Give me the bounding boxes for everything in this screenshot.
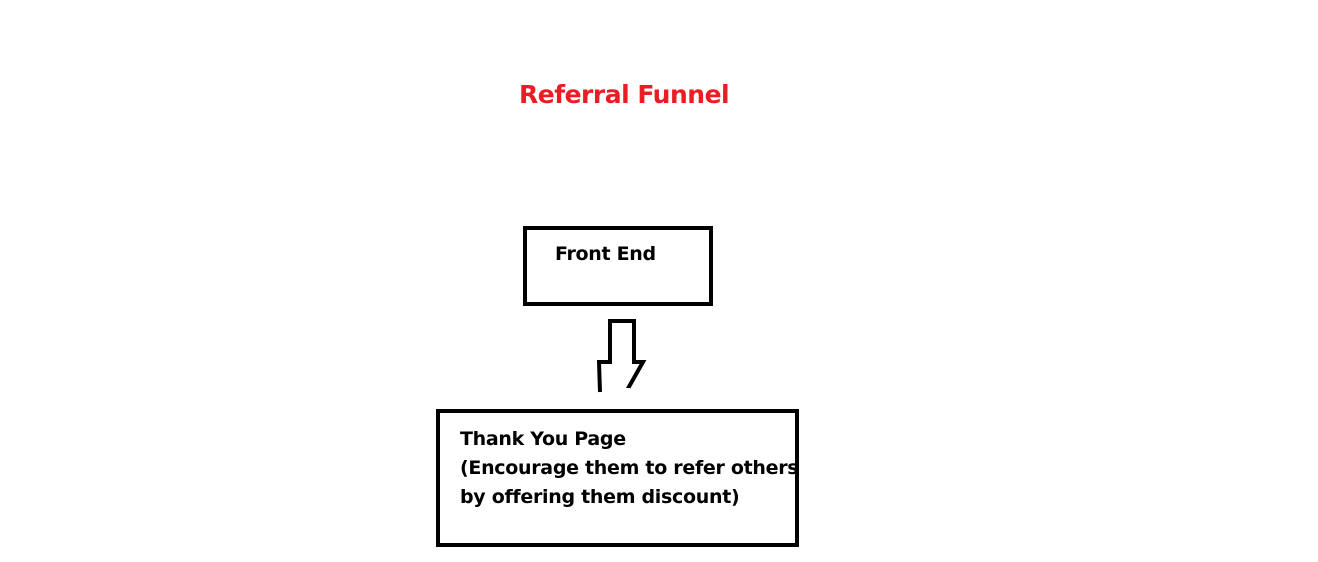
node-label-line: by offering them discount) [460, 486, 740, 508]
node-thank-you-page: Thank You Page (Encourage them to refer … [436, 409, 799, 547]
node-front-end: Front End [523, 226, 713, 306]
node-label-line: (Encourage them to refer others [460, 457, 799, 479]
diagram-title: Referral Funnel [519, 80, 730, 109]
node-label: Front End [555, 243, 656, 265]
node-label: Thank You Page (Encourage them to refer … [460, 425, 799, 512]
node-label-line: Thank You Page [460, 428, 626, 450]
